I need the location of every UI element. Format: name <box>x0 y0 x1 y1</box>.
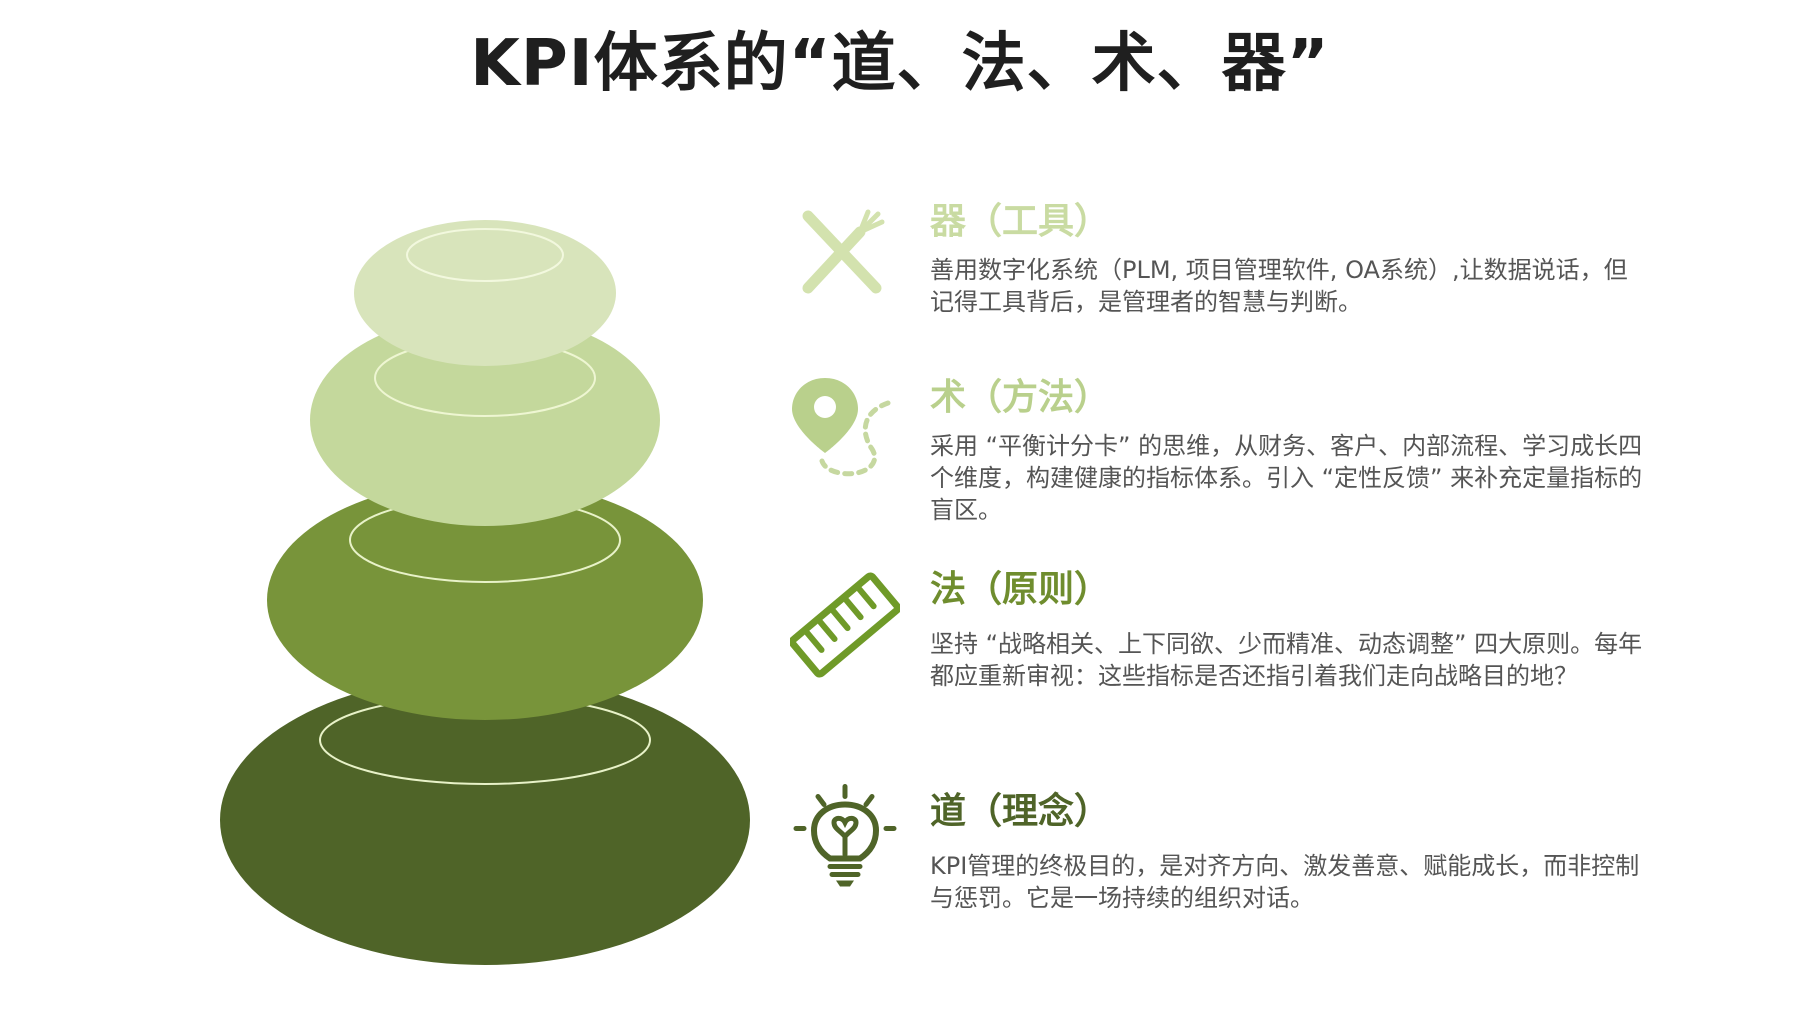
item-principles: 法（原则） 坚持 “战略相关、上下同欲、少而精准、动态调整” 四大原则。每年都应… <box>790 560 1690 730</box>
item-heading: 器（工具） <box>930 201 1111 242</box>
map-pin-route-icon <box>792 378 891 477</box>
item-description: 善用数字化系统（PLM, 项目管理软件, OA系统）,让数据说话，但记得工具背后… <box>930 256 1628 316</box>
item-philosophy: 道（理念） KPI管理的终极目的，是对齐方向、激发善意、赋能成长，而非控制与惩罚… <box>790 782 1690 942</box>
item-heading: 法（原则） <box>930 569 1111 610</box>
stone-top <box>354 220 616 366</box>
item-heading: 术（方法） <box>930 377 1111 418</box>
item-description: 采用 “平衡计分卡” 的思维，从财务、客户、内部流程、学习成长四个维度，构建健康… <box>930 432 1643 524</box>
item-tools: 器（工具） 善用数字化系统（PLM, 项目管理软件, OA系统）,让数据说话，但… <box>790 192 1690 332</box>
item-description: 坚持 “战略相关、上下同欲、少而精准、动态调整” 四大原则。每年都应重新审视：这… <box>930 630 1643 690</box>
page-title: KPI体系的“道、法、术、器” <box>470 27 1330 101</box>
tools-icon <box>802 209 885 294</box>
item-heading: 道（理念） <box>930 791 1111 832</box>
item-description: KPI管理的终极目的，是对齐方向、激发善意、赋能成长，而非控制与惩罚。它是一场持… <box>930 852 1640 912</box>
lightbulb-heart-icon <box>793 784 897 887</box>
item-methods: 术（方法） 采用 “平衡计分卡” 的思维，从财务、客户、内部流程、学习成长四个维… <box>790 368 1690 538</box>
ruler-icon <box>790 572 900 678</box>
